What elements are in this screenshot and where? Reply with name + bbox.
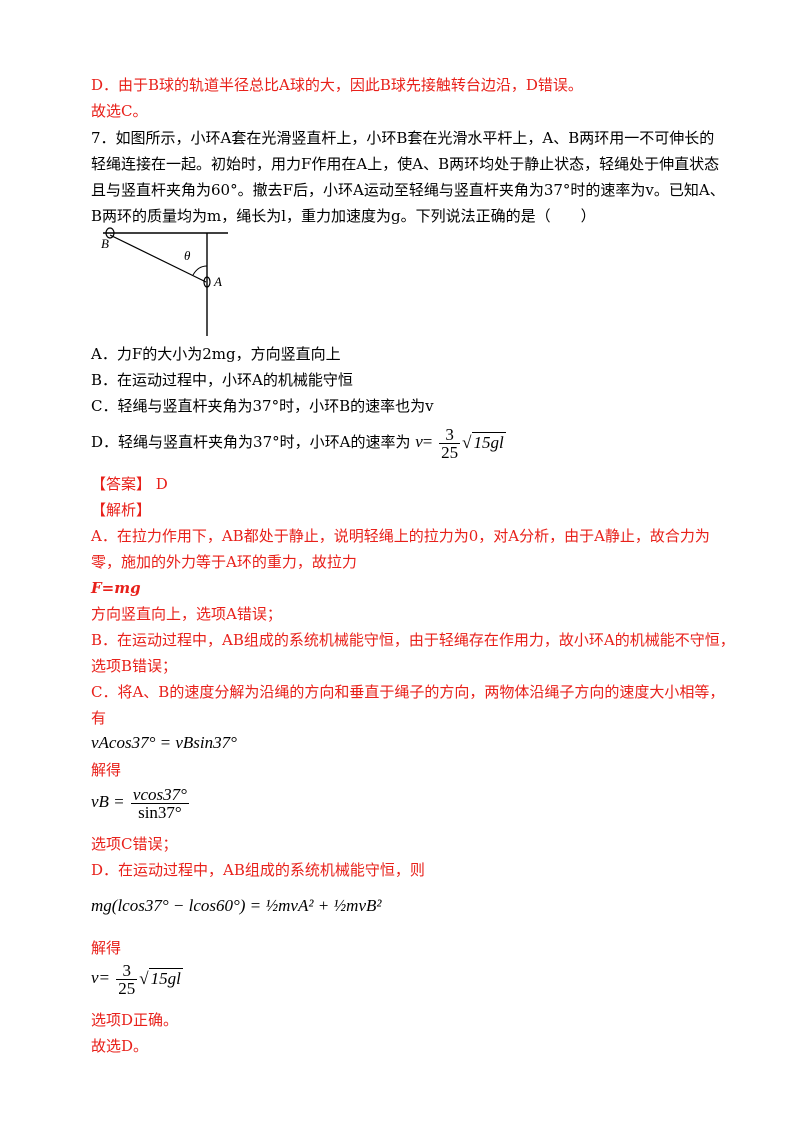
label-theta: θ: [184, 248, 191, 263]
equation-v: v= 3 25 √15gl: [91, 960, 183, 998]
question-line-2: 轻绳连接在一起。初始时，用力F作用在A上，使A、B两环均处于静止状态，轻绳处于伸…: [91, 155, 720, 173]
angle-arc: [192, 265, 208, 276]
equation-v-fraction: 3 25: [116, 960, 138, 998]
question-line-4: B两环的质量均为m，绳长为l，重力加速度为g。下列说法正确的是（ ）: [91, 207, 596, 225]
equation-energy: mg(lcos37° − lcos60°) = ½mvA² + ½mvB²: [91, 896, 382, 915]
rope: [109, 234, 207, 283]
analysis-label: 【解析】: [91, 501, 152, 519]
analysis-c-line-1: C．将A、B的速度分解为沿绳的方向和垂直于绳子的方向，两物体沿绳子方向的速度大小…: [91, 683, 725, 701]
equation-v-sqrt: √15gl: [139, 968, 183, 989]
option-d-text: D．轻绳与竖直杆夹角为37°时，小环A的速率为: [91, 433, 411, 451]
analysis-a-line-3: 方向竖直向上，选项A错误；: [91, 605, 282, 623]
option-b: B．在运动过程中，小环A的机械能守恒: [91, 371, 353, 389]
ring-b: [105, 227, 115, 239]
solve-label-2: 解得: [91, 939, 122, 957]
solve-label-1: 解得: [91, 761, 122, 779]
analysis-d-line-1: D．在运动过程中，AB组成的系统机械能守恒，则: [91, 861, 425, 879]
question-line-1: 7．如图所示，小环A套在光滑竖直杆上，小环B套在光滑水平杆上，A、B两环用一不可…: [91, 129, 715, 147]
equation-vb-fraction: vcos37° sin37°: [130, 784, 189, 822]
analysis-c-line-2: 有: [91, 709, 107, 727]
question-line-3: 且与竖直杆夹角为60°。撤去F后，小环A运动至轻绳与竖直杆夹角为37°时的速率为…: [91, 181, 725, 199]
option-c: C．轻绳与竖直杆夹角为37°时，小环B的速率也为v: [91, 397, 434, 415]
label-a: A: [213, 274, 222, 289]
option-d-fraction: 3 25: [439, 424, 461, 462]
option-d-v: v: [415, 432, 423, 451]
analysis-a-line-2: 零，施加的外力等于A环的重力，故拉力: [91, 553, 357, 571]
prev-option-d-explanation: D．由于B球的轨道半径总比A球的大，因此B球先接触转台边沿，D错误。: [91, 76, 583, 94]
final-conclusion: 故选D。: [91, 1037, 149, 1055]
rings-rod-diagram: B A θ: [101, 227, 228, 336]
analysis-d-line-2: 选项D正确。: [91, 1011, 179, 1029]
answer-label: 【答案】 D: [91, 475, 168, 493]
option-d: D．轻绳与竖直杆夹角为37°时，小环A的速率为 v= 3 25 √15gl: [91, 424, 506, 462]
analysis-a-line-1: A．在拉力作用下，AB都处于静止，说明轻绳上的拉力为0，对A分析，由于A静止，故…: [91, 527, 710, 545]
analysis-c-line-3: 选项C错误；: [91, 835, 178, 853]
prev-conclusion: 故选C。: [91, 102, 148, 120]
equation-velocity-relation: vAcos37° = vBsin37°: [91, 733, 237, 752]
analysis-a-formula: F=mg: [91, 579, 141, 597]
option-d-sqrt: √15gl: [462, 432, 506, 452]
label-b: B: [101, 236, 109, 251]
equation-vb: vB = vcos37° sin37°: [91, 784, 189, 822]
analysis-b-line-1: B．在运动过程中，AB组成的系统机械能守恒，由于轻绳存在作用力，故小环A的机械能…: [91, 631, 735, 649]
analysis-b-line-2: 选项B错误；: [91, 657, 178, 675]
option-a: A．力F的大小为2mg，方向竖直向上: [91, 345, 341, 363]
ring-a: [203, 276, 211, 288]
